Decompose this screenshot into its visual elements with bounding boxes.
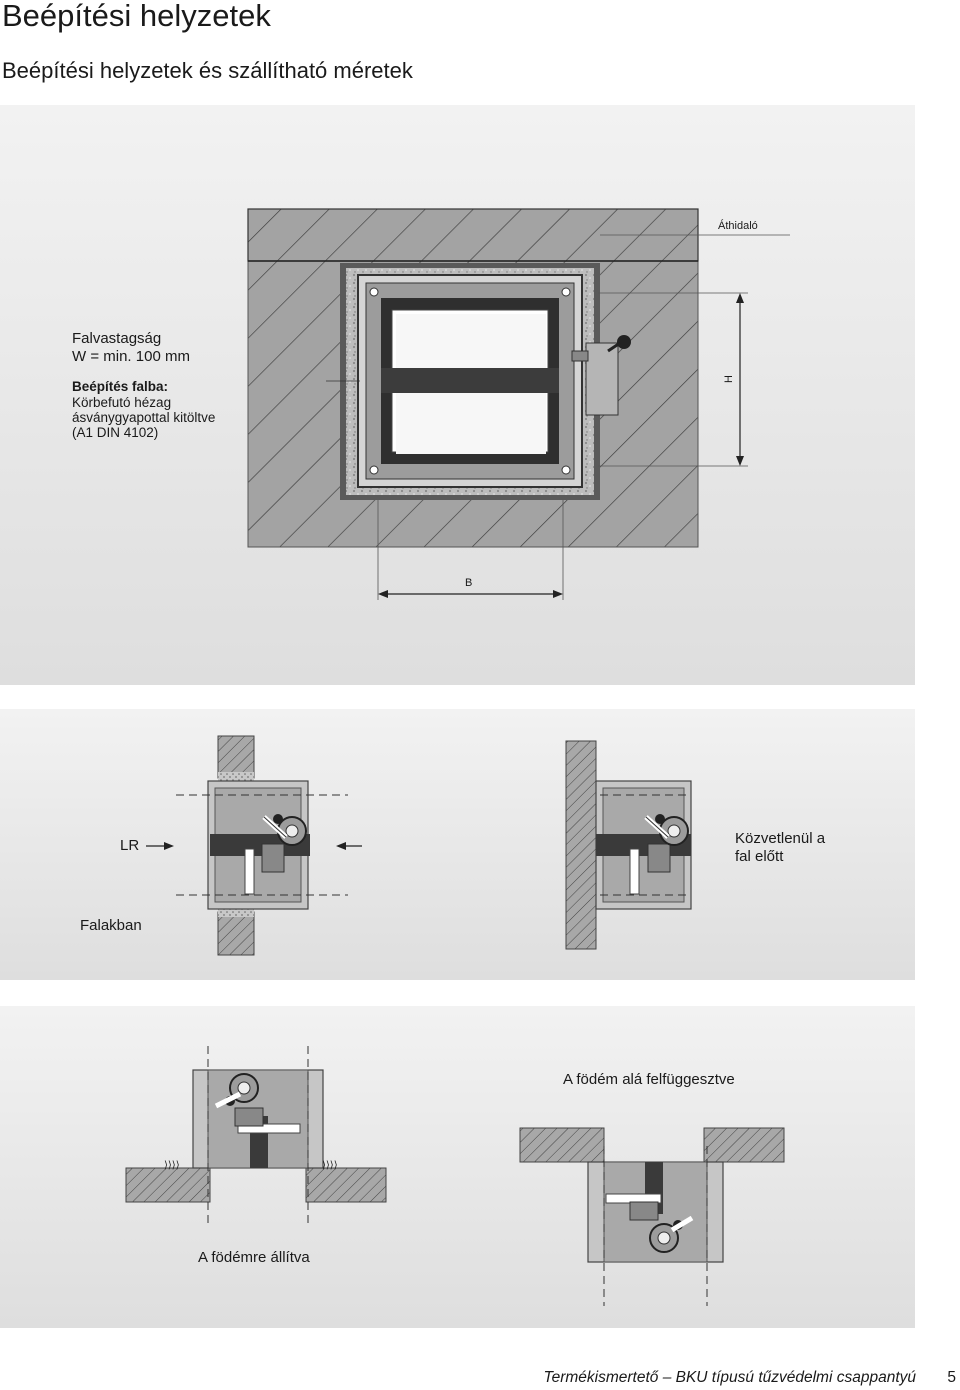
label-lr: LR bbox=[120, 837, 140, 854]
dimension-width-label: B bbox=[465, 577, 473, 589]
dimension-height-label: H bbox=[722, 375, 735, 383]
damper-blade bbox=[381, 368, 559, 393]
label-lintel: Áthidaló bbox=[718, 220, 758, 232]
label-install-line2: ásványgyapottal kitöltve bbox=[72, 410, 216, 425]
label-front-of-wall-1: Közvetlenül a bbox=[735, 830, 826, 847]
floor-positions-panel: ⟩⟩⟩⟩ ⟩⟩⟩⟩ A födémre állítva A födém alá … bbox=[0, 1006, 915, 1328]
damper-on-floor: ⟩⟩⟩⟩ ⟩⟩⟩⟩ bbox=[125, 1046, 387, 1226]
page-title: Beépítési helyzetek bbox=[2, 0, 271, 33]
label-install-heading: Beépítés falba: bbox=[72, 379, 169, 394]
damper-in-front-of-wall bbox=[565, 740, 692, 950]
page-subtitle: Beépítési helyzetek és szállítható méret… bbox=[2, 58, 413, 83]
wall-installation-panel: Áthidaló Falvastagság W = min. 100 mm Be… bbox=[0, 105, 915, 685]
damper-in-wall bbox=[146, 735, 362, 956]
wall-positions-drawing bbox=[146, 735, 692, 956]
svg-text:⟩⟩⟩⟩: ⟩⟩⟩⟩ bbox=[164, 1160, 180, 1171]
svg-text:⟩⟩⟩⟩: ⟩⟩⟩⟩ bbox=[322, 1160, 338, 1171]
page-footer: Termékismertető – BKU típusú tűzvédelmi … bbox=[0, 1366, 960, 1390]
handle-knob bbox=[617, 335, 631, 349]
actuator bbox=[585, 342, 619, 416]
label-under-floor: A födém alá felfüggesztve bbox=[563, 1071, 735, 1088]
label-in-wall: Falakban bbox=[80, 917, 142, 934]
page-number: 5 bbox=[947, 1369, 956, 1386]
label-on-floor: A födémre állítva bbox=[198, 1249, 310, 1266]
label-install-line3: (A1 DIN 4102) bbox=[72, 425, 159, 440]
label-wall-thickness: Falvastagság bbox=[72, 330, 162, 347]
floor-positions-drawing: ⟩⟩⟩⟩ ⟩⟩⟩⟩ bbox=[125, 1046, 785, 1306]
label-wall-thickness-value: W = min. 100 mm bbox=[72, 348, 190, 365]
footer-title: Termékismertető – BKU típusú tűzvédelmi … bbox=[543, 1369, 916, 1386]
wall-installation-drawing bbox=[247, 208, 790, 600]
wall-positions-panel: LR Falakban Közvetlenül a fal előtt bbox=[0, 709, 915, 980]
label-front-of-wall-2: fal előtt bbox=[735, 848, 784, 865]
label-install-line1: Körbefutó hézag bbox=[72, 395, 172, 410]
damper-under-floor bbox=[519, 1127, 785, 1306]
